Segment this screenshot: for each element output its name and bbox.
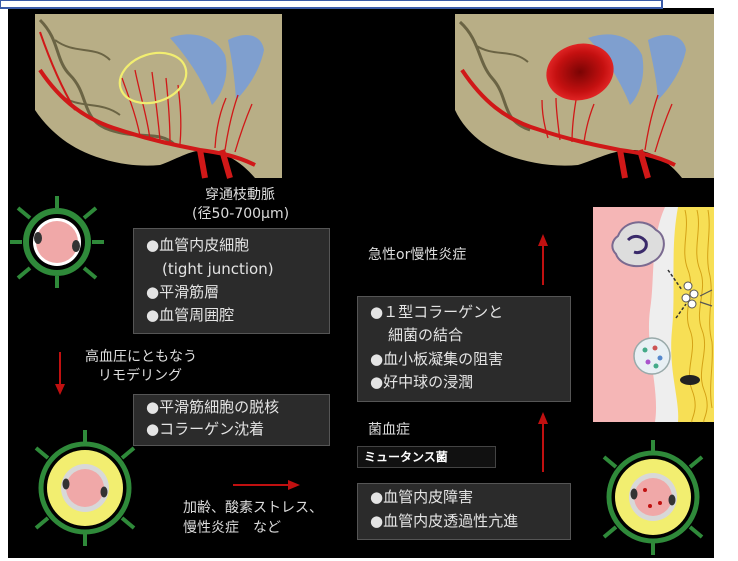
micro-panel <box>593 207 714 422</box>
remodeling-item-collagen: ●コラーゲン沈着 <box>146 420 264 439</box>
aging-label-line2: 慢性炎症 など <box>183 519 281 538</box>
wall-item-tight-junction: (tight junction) <box>162 260 274 279</box>
penetrating-artery-label: 穿通枝動脈 <box>205 186 275 205</box>
inflammation-label: 急性or慢性炎症 <box>368 246 466 265</box>
endothelium-item-damage: ●血管内皮障害 <box>370 488 473 507</box>
collagen-item-binding: ●１型コラーゲンと <box>370 303 503 322</box>
collagen-item-platelet: ●血小板凝集の阻害 <box>370 350 503 369</box>
bacteremia-label: 菌血症 <box>368 421 410 440</box>
leukocyte <box>634 338 670 374</box>
endothelium-item-permeability: ●血管内皮透過性亢進 <box>370 512 518 531</box>
collagen-item-neutrophil: ●好中球の浸潤 <box>370 373 473 392</box>
wall-item-perivascular-space: ●血管周囲腔 <box>146 306 234 325</box>
penetrating-artery-diameter: (径50-700μm) <box>192 205 289 224</box>
remodeling-box: ●平滑筋細胞の脱核 ●コラーゲン沈着 <box>133 394 330 446</box>
remodeling-label: リモデリング <box>98 367 182 386</box>
aging-label-line1: 加齢、酸素ストレス、 <box>183 499 323 518</box>
mutans-tag: ミュータンス菌 <box>357 446 496 468</box>
remodeling-item-denucleation: ●平滑筋細胞の脱核 <box>146 398 279 417</box>
collagen-item-bacteria: 細菌の結合 <box>388 326 463 345</box>
collagen-box: ●１型コラーゲンと 細菌の結合 ●血小板凝集の阻害 ●好中球の浸潤 <box>357 296 571 402</box>
wall-item-endothelium: ●血管内皮細胞 <box>146 236 249 255</box>
vessel-wall-box: ●血管内皮細胞 (tight junction) ●平滑筋層 ●血管周囲腔 <box>133 228 330 334</box>
endothelium-box: ●血管内皮障害 ●血管内皮透過性亢進 <box>357 483 571 540</box>
wall-item-smooth-muscle: ●平滑筋層 <box>146 283 219 302</box>
hypertension-label: 高血圧にともなう <box>85 348 197 367</box>
window-edge <box>0 0 662 8</box>
